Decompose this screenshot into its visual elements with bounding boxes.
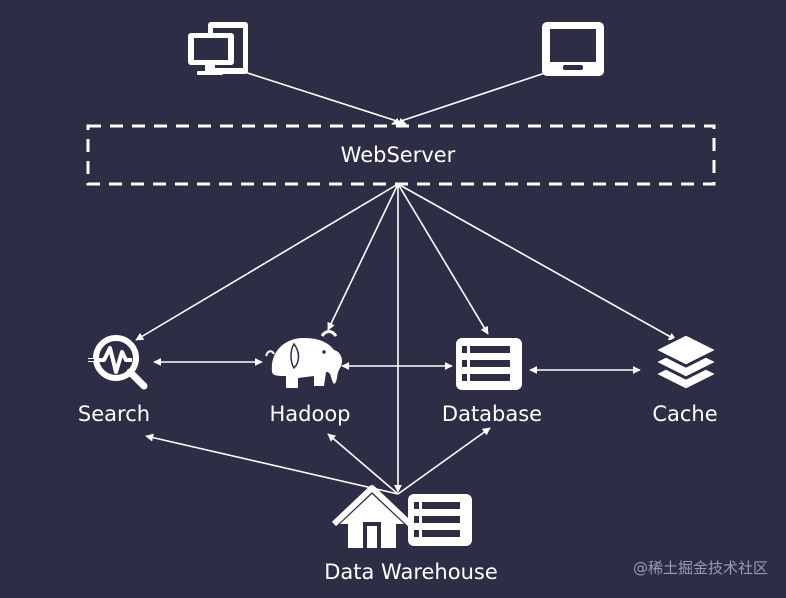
edge-warehouse-to-search [145, 433, 399, 495]
edge-warehouse-to-hadoop [327, 433, 399, 495]
edge-webserver-to-database [397, 183, 489, 335]
hadoop-label: Hadoop [269, 402, 351, 426]
data-warehouse-label: Data Warehouse [324, 560, 498, 584]
desktop-computer-icon [188, 22, 248, 75]
edge-warehouse-to-database [397, 427, 491, 495]
edge-tablet-to-webserver [391, 71, 549, 126]
cache-label: Cache [652, 402, 718, 426]
house-icon [331, 485, 413, 548]
edge-webserver-to-hadoop [327, 183, 399, 331]
warehouse-database-icon [408, 494, 472, 546]
search-analytics-icon [84, 335, 148, 390]
webserver-box [86, 124, 716, 186]
search-label: Search [77, 402, 151, 426]
edge-webserver-to-search [135, 183, 399, 341]
edge-desktop-to-webserver [231, 67, 407, 126]
database-icon [456, 338, 522, 390]
watermark: @稀土掘金技术社区 [632, 559, 768, 577]
tablet-icon [542, 22, 604, 76]
database-label: Database [441, 402, 543, 426]
webserver-label: WebServer [340, 143, 456, 167]
edge-webserver-to-cache [397, 183, 677, 341]
stacked-layers-icon [652, 332, 720, 392]
hadoop-elephant-icon [265, 330, 342, 388]
